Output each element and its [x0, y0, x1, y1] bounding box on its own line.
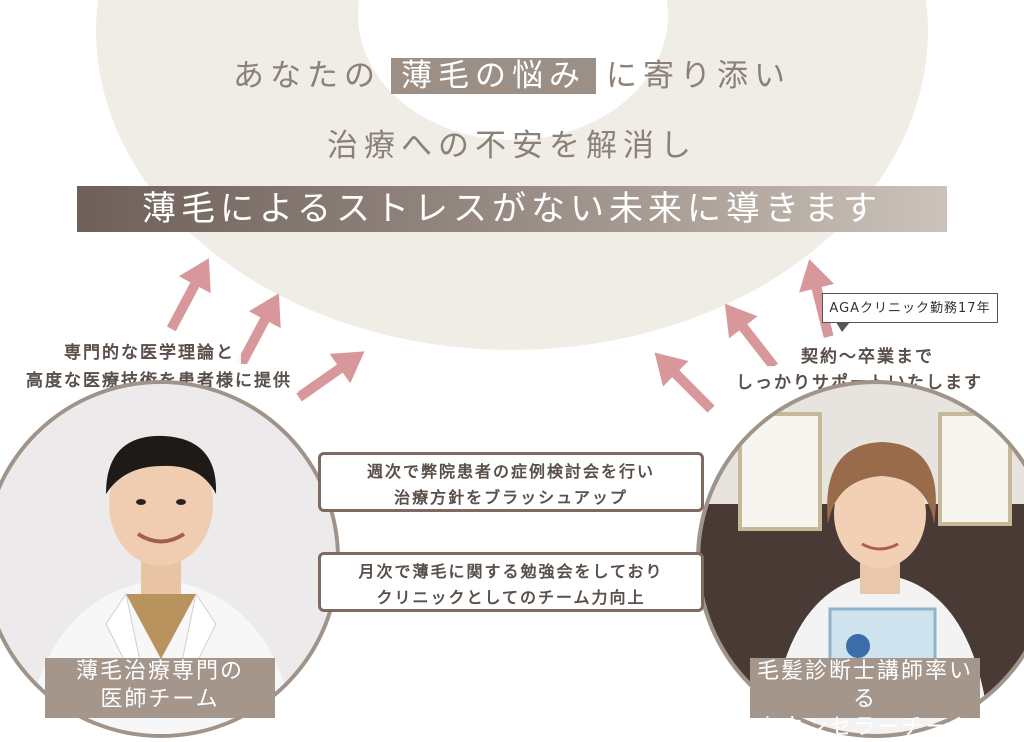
counselor-team-label: 毛髪診断士講師率いる カウンセラーチーム [750, 658, 980, 740]
counselor-team-line1: 毛髪診断士講師率いる [756, 659, 973, 712]
right-caption-1: 契約～卒業まで [795, 340, 940, 369]
doctor-team-label: 薄毛治療専門の 医師チーム [45, 658, 275, 718]
headline-pre: あなたの [233, 58, 381, 94]
headline-highlight: 薄毛の悩み [391, 58, 596, 94]
headline-line1: あなたの薄毛の悩みに寄り添い [0, 50, 1024, 95]
box2-line2: クリニックとしてのチーム力向上 [376, 588, 646, 607]
callout-tail [836, 322, 850, 332]
experience-callout: AGAクリニック勤務17年 [822, 293, 998, 323]
monthly-study-box: 月次で薄毛に関する勉強会をしており クリニックとしてのチーム力向上 [318, 552, 704, 612]
doctor-team-line2: 医師チーム [100, 687, 220, 712]
headline-post: に寄り添い [606, 58, 791, 94]
weekly-case-review-box: 週次で弊院患者の症例検討会を行い 治療方針をブラッシュアップ [318, 452, 704, 512]
box2-line1: 月次で薄毛に関する勉強会をしており [358, 562, 664, 581]
left-caption-1: 専門的な医学理論と [58, 336, 241, 365]
doctor-team-line1: 薄毛治療専門の [75, 659, 244, 684]
box1-line2: 治療方針をブラッシュアップ [394, 488, 628, 507]
box1-line1: 週次で弊院患者の症例検討会を行い [366, 462, 655, 481]
headline-line2: 治療への不安を解消し [327, 128, 697, 164]
counselor-team-line2: カウンセラーチーム [757, 715, 973, 740]
headline-banner: 薄毛によるストレスがない未来に導きます [77, 186, 947, 232]
